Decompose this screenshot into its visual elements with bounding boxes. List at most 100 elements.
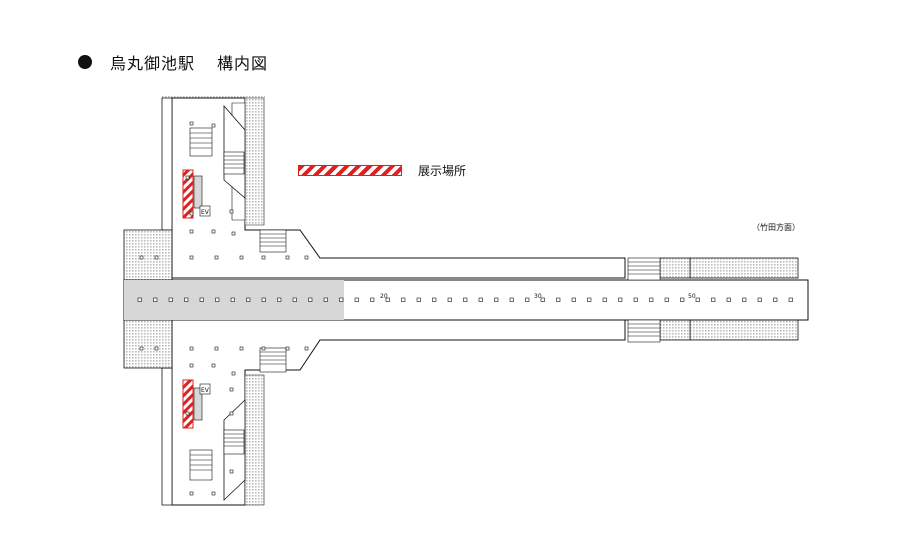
pillar bbox=[189, 363, 194, 368]
platform-marker bbox=[711, 297, 716, 302]
platform-marker bbox=[556, 297, 561, 302]
platform-marker bbox=[153, 297, 158, 302]
elevator-label-upper: EV bbox=[201, 209, 210, 216]
pillar bbox=[154, 255, 159, 260]
platform-marker bbox=[742, 297, 747, 302]
left-upper-block bbox=[123, 229, 173, 281]
platform-marker bbox=[292, 297, 297, 302]
elevator-upper bbox=[199, 205, 211, 217]
left-lower-block bbox=[123, 317, 173, 369]
platform-marker bbox=[230, 297, 235, 302]
pillar bbox=[185, 411, 190, 416]
pillar bbox=[229, 411, 234, 416]
map-label: 構内図 bbox=[217, 54, 269, 73]
platform-marker bbox=[385, 297, 390, 302]
platform-marker bbox=[494, 297, 499, 302]
pillar bbox=[261, 346, 266, 351]
display-location-swatch bbox=[298, 165, 402, 176]
platform-marker bbox=[633, 297, 638, 302]
pillar bbox=[211, 491, 216, 496]
platform-marker bbox=[509, 297, 514, 302]
elevator-lower bbox=[199, 383, 211, 395]
pillar bbox=[229, 387, 234, 392]
direction-label: （竹田方面） bbox=[752, 223, 800, 232]
pillar bbox=[211, 229, 216, 234]
platform-marker bbox=[463, 297, 468, 302]
pillar bbox=[154, 346, 159, 351]
pillar bbox=[189, 121, 194, 126]
platform-marker bbox=[370, 297, 375, 302]
pillar bbox=[304, 346, 309, 351]
platform-marker bbox=[339, 297, 344, 302]
platform-marker bbox=[602, 297, 607, 302]
pillar bbox=[229, 469, 234, 474]
upper-exit-stub bbox=[162, 95, 265, 99]
bullet-icon bbox=[78, 55, 92, 69]
platform-marker bbox=[354, 297, 359, 302]
platform-marker bbox=[525, 297, 530, 302]
pillar bbox=[211, 363, 216, 368]
platform-marker bbox=[323, 297, 328, 302]
pillar bbox=[189, 255, 194, 260]
platform-marker bbox=[168, 297, 173, 302]
pillar bbox=[139, 255, 144, 260]
platform-marker bbox=[137, 297, 142, 302]
platform-marker bbox=[199, 297, 204, 302]
pillar bbox=[211, 123, 216, 128]
platform-marker bbox=[788, 297, 793, 302]
display-location-lower bbox=[182, 379, 194, 429]
platform-marker bbox=[540, 297, 545, 302]
platform-marker bbox=[261, 297, 266, 302]
pillar bbox=[214, 346, 219, 351]
pillar bbox=[261, 255, 266, 260]
pillars bbox=[137, 121, 793, 496]
pillar bbox=[189, 229, 194, 234]
km-marker-50: 50 bbox=[688, 293, 696, 300]
platform-marker bbox=[478, 297, 483, 302]
platform-marker bbox=[695, 297, 700, 302]
platform-marker bbox=[726, 297, 731, 302]
upper-wall-dotted bbox=[244, 97, 265, 226]
platform-marker bbox=[649, 297, 654, 302]
platform-marker bbox=[432, 297, 437, 302]
pillar bbox=[285, 255, 290, 260]
platform-marker bbox=[401, 297, 406, 302]
pillar bbox=[189, 491, 194, 496]
pillar bbox=[189, 346, 194, 351]
elevator-label-lower: EV bbox=[201, 387, 210, 394]
legend: 展示場所 bbox=[298, 162, 466, 179]
platform-marker bbox=[215, 297, 220, 302]
pillar bbox=[229, 209, 234, 214]
display-location-upper bbox=[182, 169, 194, 219]
km-marker-30: 30 bbox=[534, 293, 542, 300]
platform-marker bbox=[773, 297, 778, 302]
platform-marker bbox=[447, 297, 452, 302]
pillar bbox=[239, 255, 244, 260]
pillar bbox=[304, 255, 309, 260]
station-name: 烏丸御池駅 bbox=[110, 54, 196, 73]
stairs bbox=[189, 127, 661, 481]
pillar bbox=[185, 175, 190, 180]
pillar bbox=[139, 346, 144, 351]
platform-marker bbox=[416, 297, 421, 302]
platform-marker bbox=[664, 297, 669, 302]
platform-marker bbox=[184, 297, 189, 302]
platform-marker bbox=[757, 297, 762, 302]
page-title: 烏丸御池駅 構内図 bbox=[78, 50, 268, 74]
legend-label: 展示場所 bbox=[418, 164, 467, 178]
pillar bbox=[214, 255, 219, 260]
km-marker-20: 20 bbox=[380, 293, 388, 300]
pillar bbox=[239, 346, 244, 351]
pillar bbox=[285, 346, 290, 351]
platform-marker bbox=[587, 297, 592, 302]
pillar bbox=[231, 231, 236, 236]
platform-marker bbox=[680, 297, 685, 302]
platform-marker bbox=[618, 297, 623, 302]
platform-marker bbox=[308, 297, 313, 302]
platform-marker bbox=[246, 297, 251, 302]
platform-marker bbox=[571, 297, 576, 302]
platform-marker bbox=[277, 297, 282, 302]
pillar bbox=[231, 371, 236, 376]
pillar bbox=[189, 211, 194, 216]
